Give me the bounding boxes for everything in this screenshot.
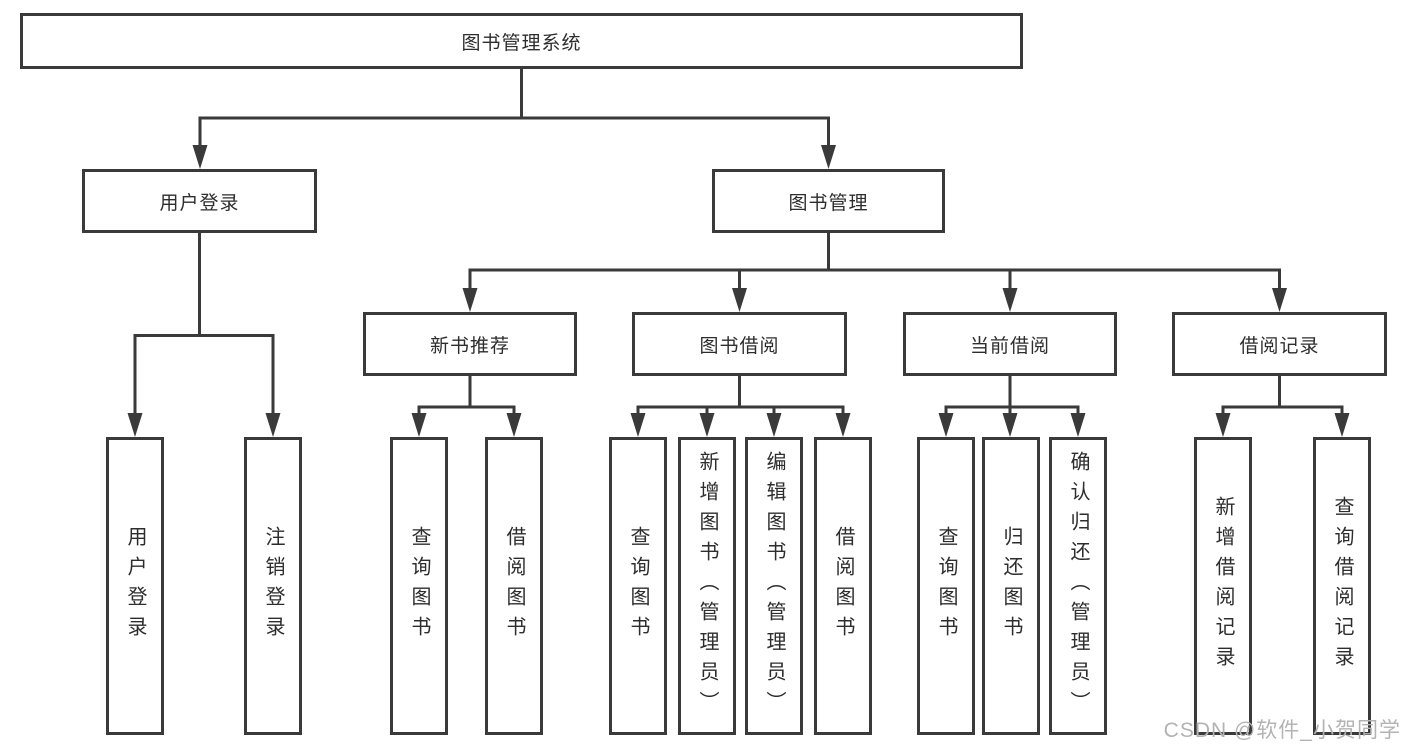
node-borrow-records: 借阅记录 bbox=[1172, 312, 1387, 376]
node-leaf-confirm-return-admin: 确认归还（管理员） bbox=[1049, 437, 1107, 735]
csdn-watermark: CSDN @软件_小贺同学 bbox=[1163, 719, 1401, 742]
node-leaf-borrow-books-recommend: 借阅图书 bbox=[485, 437, 543, 735]
node-leaf-query-borrow-record: 查询借阅记录 bbox=[1313, 437, 1371, 735]
node-new-book-recommend: 新书推荐 bbox=[363, 312, 577, 376]
node-leaf-edit-book-admin: 编辑图书（管理员） bbox=[745, 437, 803, 735]
node-current-borrow: 当前借阅 bbox=[903, 312, 1117, 376]
node-leaf-query-books-recommend: 查询图书 bbox=[390, 437, 448, 735]
node-book-management-branch: 图书管理 bbox=[712, 169, 945, 233]
node-leaf-add-book-admin: 新增图书（管理员） bbox=[678, 437, 736, 735]
node-leaf-query-books-current: 查询图书 bbox=[917, 437, 975, 735]
node-root-system: 图书管理系统 bbox=[20, 13, 1023, 69]
node-user-login-branch: 用户登录 bbox=[82, 169, 317, 233]
node-book-borrow: 图书借阅 bbox=[632, 312, 847, 376]
node-leaf-add-borrow-record: 新增借阅记录 bbox=[1194, 437, 1252, 735]
arrowheads bbox=[127, 145, 1350, 437]
node-leaf-return-books: 归还图书 bbox=[982, 437, 1040, 735]
node-leaf-logout: 注销登录 bbox=[244, 437, 302, 735]
node-leaf-user-login: 用户登录 bbox=[106, 437, 164, 735]
node-leaf-query-books-borrow: 查询图书 bbox=[609, 437, 667, 735]
node-leaf-borrow-books: 借阅图书 bbox=[814, 437, 872, 735]
